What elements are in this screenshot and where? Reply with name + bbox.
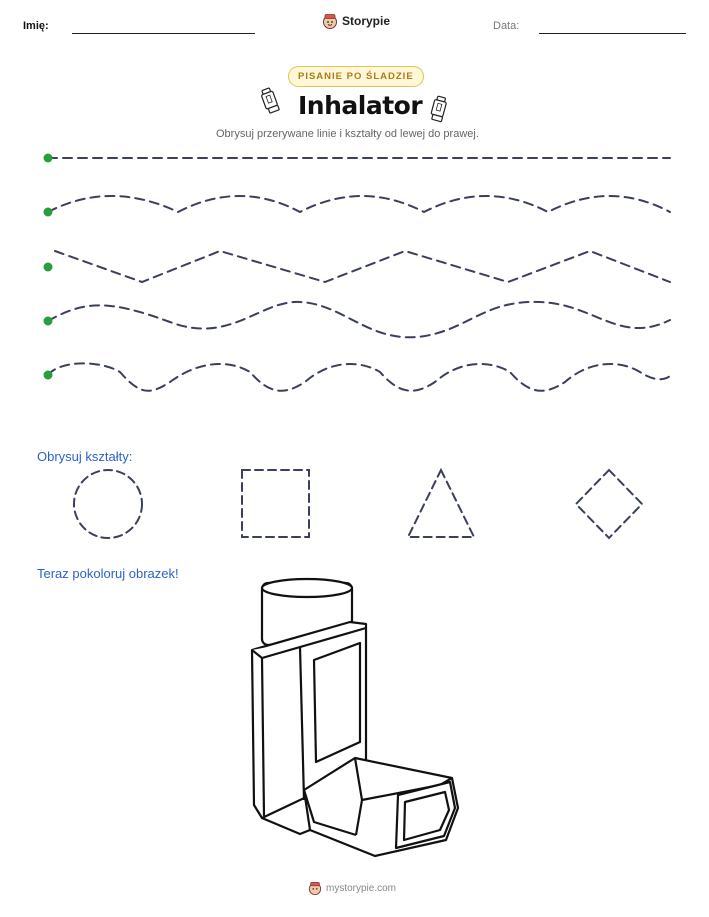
trace-shape-triangle[interactable] — [406, 467, 476, 538]
date-label: Data: — [493, 20, 520, 32]
trace-shape-diamond[interactable] — [574, 468, 644, 540]
page-title: Inhalator — [298, 91, 423, 120]
footer: mystorypie.com — [308, 881, 396, 895]
name-label: Imię: — [23, 20, 49, 32]
trace-shape-square[interactable] — [241, 469, 310, 538]
start-dot-icon — [43, 370, 53, 380]
brand-logo: Storypie — [322, 13, 390, 29]
shapes-heading: Obrysuj kształty: — [37, 449, 133, 464]
start-dot-icon — [43, 316, 53, 326]
trace-line-bumps[interactable] — [47, 362, 671, 392]
start-dot-icon — [43, 153, 53, 163]
instructions: Obrysuj przerywane linie i kształty od l… — [216, 128, 479, 140]
trace-shape-circle[interactable] — [73, 469, 143, 539]
start-dot-icon — [43, 262, 53, 272]
start-dot-icon — [43, 207, 53, 217]
brand-name: Storypie — [342, 14, 391, 28]
date-line[interactable] — [539, 33, 686, 34]
activity-badge: PISANIE PO ŚLADZIE — [288, 66, 424, 87]
footer-url[interactable]: mystorypie.com — [326, 882, 397, 894]
name-line[interactable] — [72, 33, 255, 34]
trace-line-zigzag[interactable] — [54, 249, 671, 284]
coloring-heading: Teraz pokoloruj obrazek! — [37, 566, 179, 581]
storypie-logo-icon — [308, 881, 322, 895]
trace-line-wave-large[interactable] — [47, 300, 671, 339]
storypie-logo-icon — [323, 14, 337, 29]
